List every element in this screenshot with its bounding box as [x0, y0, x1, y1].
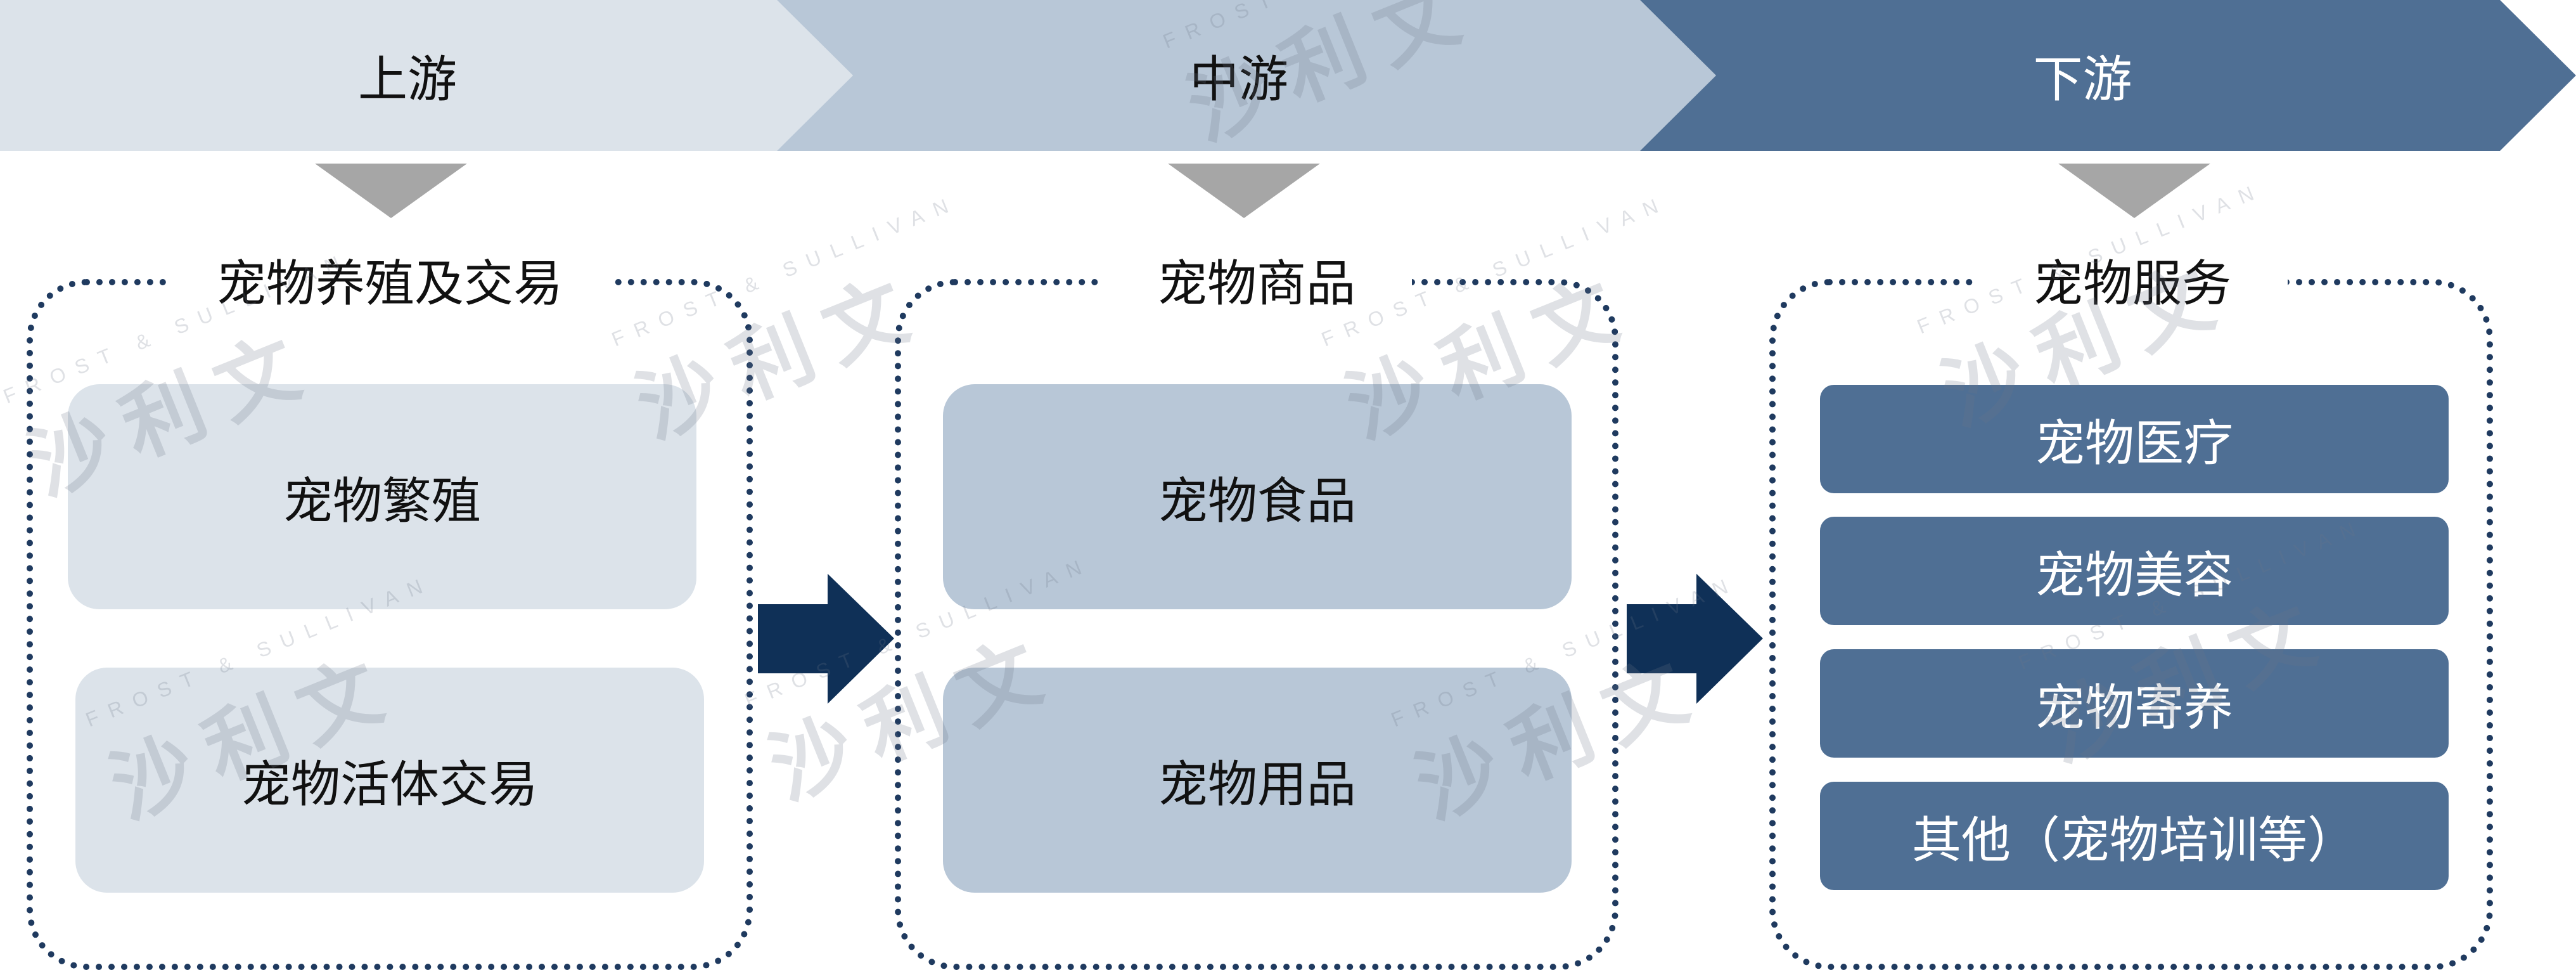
card-pet-food: 宠物食品	[943, 384, 1572, 609]
stage-midstream-label: 中游	[1189, 51, 1288, 108]
stage-upstream: 上游	[0, 0, 853, 151]
flow-arrow-right-icon	[758, 574, 894, 704]
card-pet-breeding: 宠物繁殖	[68, 384, 696, 609]
card-pet-supplies: 宠物用品	[943, 668, 1572, 893]
card-pet-medical: 宠物医疗	[1820, 385, 2449, 493]
down-triangle-icon	[315, 164, 467, 218]
group-title-upstream: 宠物养殖及交易	[166, 252, 613, 316]
group-title-downstream: 宠物服务	[1977, 252, 2288, 316]
group-title-midstream: 宠物商品	[1101, 252, 1412, 316]
card-pet-other-training: 其他（宠物培训等）	[1820, 782, 2449, 890]
card-pet-grooming: 宠物美容	[1820, 517, 2449, 625]
stage-midstream: 中游	[777, 0, 1716, 151]
card-pet-live-trade: 宠物活体交易	[75, 668, 704, 893]
stage-upstream-label: 上游	[357, 51, 457, 108]
stage-downstream-label: 下游	[2033, 51, 2132, 108]
down-triangle-icon	[1168, 164, 1320, 218]
down-triangle-icon	[2058, 164, 2210, 218]
stage-downstream: 下游	[1640, 0, 2576, 151]
card-pet-boarding: 宠物寄养	[1820, 649, 2449, 758]
flow-arrow-right-icon	[1627, 574, 1763, 704]
